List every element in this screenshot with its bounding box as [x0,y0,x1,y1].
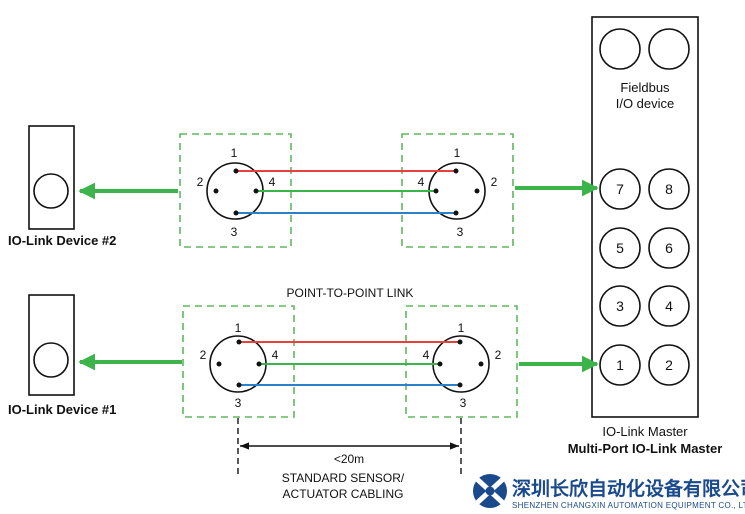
pin-label-4: 4 [418,175,425,189]
pin-dot [457,382,463,388]
pin-dot [478,361,484,367]
top-right-connector-box [401,133,514,248]
fieldbus-label-line1: Fieldbus [620,80,670,95]
pin-dot [216,361,222,367]
bottom-link: 1 2 4 3 1 4 2 3 [200,321,502,410]
bottom-right-pins [437,339,484,388]
fieldbus-connector-right [648,28,690,70]
pin-label-3: 3 [460,396,467,410]
pin-dot [256,361,262,367]
device-1-housing [28,294,75,396]
port-5 [599,227,641,269]
top-left-pins [213,168,259,216]
pin-dot [233,210,239,216]
company-name-en: SHENZHEN CHANGXIN AUTOMATION EQUIPMENT C… [512,501,745,510]
master-caption: Multi-Port IO-Link Master [568,441,723,456]
pin-label-1: 1 [235,321,242,335]
pin-label-2: 2 [200,348,207,362]
pin-dot [453,168,459,174]
port-7 [599,168,641,210]
bottom-left-pins [216,339,262,388]
pin-label-4: 4 [272,348,279,362]
distance-dimension: <20m [237,418,462,474]
pin-label-1: 1 [454,146,461,160]
io-link-master: Fieldbus I/O device 7 8 5 6 3 4 1 2 IO-L… [568,16,723,456]
pin-label-2: 2 [495,348,502,362]
port-7-label: 7 [616,181,624,197]
device-1-connector [33,342,69,378]
pin-dot [253,188,259,194]
company-watermark: 深圳长欣自动化设备有限公司 SHENZHEN CHANGXIN AUTOMATI… [473,474,745,510]
port-5-label: 5 [616,240,624,256]
port-1-label: 1 [616,357,624,373]
pin-label-1: 1 [458,321,465,335]
pin-dot [433,188,439,194]
pin-dot [236,382,242,388]
port-2 [648,344,690,386]
pin-label-3: 3 [457,225,464,239]
master-label: IO-Link Master [602,424,688,439]
fieldbus-connector-left [599,28,641,70]
io-link-device-1: IO-Link Device #1 [8,294,116,417]
port-8-label: 8 [665,181,673,197]
port-6 [648,227,690,269]
port-1 [599,344,641,386]
device-2-label: IO-Link Device #2 [8,233,116,248]
signal-arrows [78,179,599,373]
cabling-label-line1: STANDARD SENSOR/ [282,471,405,485]
port-6-label: 6 [665,240,673,256]
fieldbus-label-line2: I/O device [616,96,675,111]
port-3-label: 3 [616,298,624,314]
pin-label-2: 2 [197,175,204,189]
port-4 [648,285,690,327]
pin-label-1: 1 [231,146,238,160]
distance-label: <20m [334,452,364,466]
port-3 [599,285,641,327]
point-to-point-link-label: POINT-TO-POINT LINK [287,286,414,300]
device-1-label: IO-Link Device #1 [8,402,116,417]
pin-label-3: 3 [231,225,238,239]
company-name-cn: 深圳长欣自动化设备有限公司 [512,477,745,500]
port-2-label: 2 [665,357,673,373]
pin-dot [474,188,480,194]
port-4-label: 4 [665,298,673,314]
io-link-device-2: IO-Link Device #2 [8,125,116,248]
pin-dot [453,210,459,216]
top-left-connector-box [179,133,292,248]
top-link: 1 2 4 3 1 4 2 3 [197,146,498,239]
device-2-connector [33,173,69,209]
company-logo-icon [473,474,507,508]
bottom-right-connector-box [405,305,518,418]
top-right-pins [433,168,480,216]
port-8 [648,168,690,210]
connector-boxes [179,133,518,418]
cabling-label-line2: ACTUATOR CABLING [283,487,404,501]
pin-label-4: 4 [269,175,276,189]
pin-dot [457,339,463,345]
bottom-left-connector-box [182,305,295,418]
pin-label-3: 3 [235,396,242,410]
pin-dot [233,168,239,174]
pin-dot [437,361,443,367]
pin-label-4: 4 [423,348,430,362]
pin-dot [236,339,242,345]
pin-label-2: 2 [491,175,498,189]
pin-dot [213,188,219,194]
